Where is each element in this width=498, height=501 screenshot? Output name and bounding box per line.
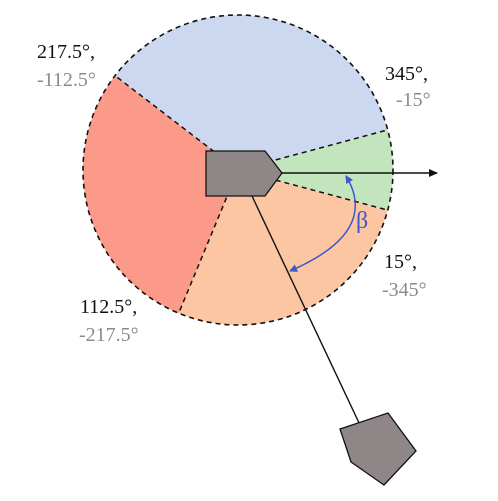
boundary-line-217-5 [114, 75, 215, 153]
own-ship [205, 150, 283, 197]
label-neg-15: -15° [396, 89, 431, 111]
target-line [251, 195, 378, 462]
label-217-5: 217.5°, [37, 41, 95, 63]
boundary-line-345 [266, 129, 388, 163]
beta-arc [289, 175, 356, 272]
sector-left [115, 14, 388, 170]
sector-back [82, 75, 238, 314]
boundary-line-15 [266, 177, 388, 211]
beta-label: β [356, 208, 368, 234]
sector-boundaries [114, 75, 388, 314]
label-neg-112-5: -112.5° [37, 69, 96, 91]
label-neg-345: -345° [382, 279, 427, 301]
label-15: 15°, [384, 251, 417, 273]
label-neg-217-5: -217.5° [79, 324, 139, 346]
boundary-line-112-5 [177, 197, 228, 314]
label-345: 345°, [385, 63, 428, 85]
sector-front [238, 129, 393, 211]
target-ship [339, 412, 417, 486]
outer-circle [82, 14, 394, 326]
label-112-5: 112.5°, [80, 296, 137, 318]
